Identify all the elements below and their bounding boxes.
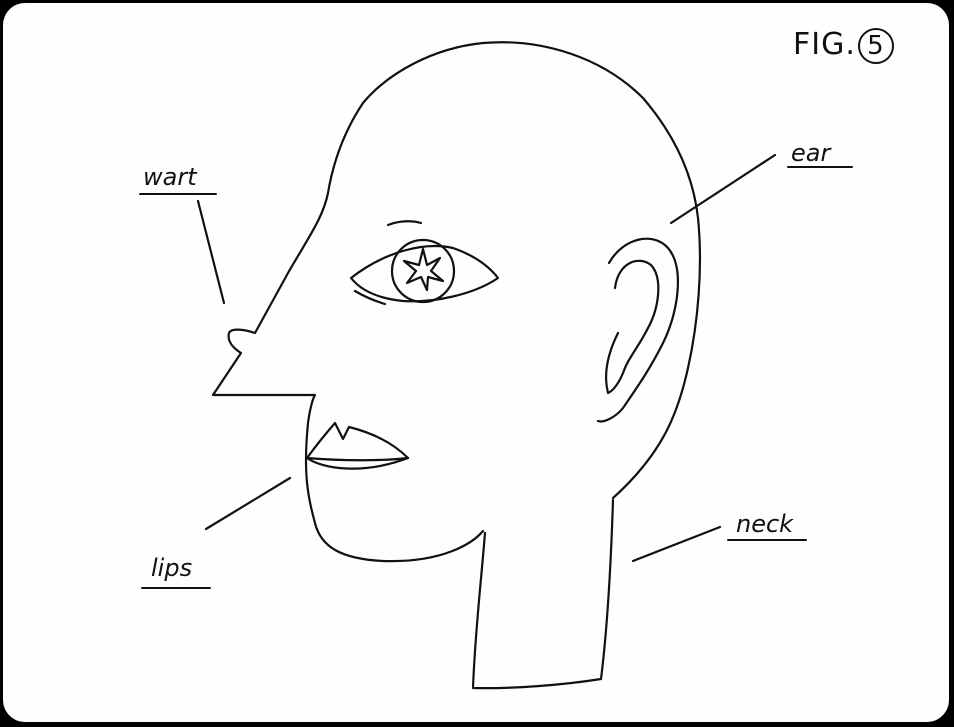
label-wart: wart <box>143 165 197 189</box>
ear-leader-line <box>671 155 775 223</box>
underline-ear <box>787 166 853 168</box>
underline-neck <box>727 539 807 541</box>
ear-inner <box>606 261 658 393</box>
drawing-card: FIG.5 wart ear lips neck <box>3 3 949 722</box>
lips-leader-line <box>206 478 290 529</box>
figure-label: FIG.5 <box>793 27 894 64</box>
pupil-star <box>404 249 443 290</box>
figure-number: 5 <box>858 28 894 64</box>
neck-back-line <box>601 500 613 679</box>
underline-wart <box>139 193 217 195</box>
label-lips: lips <box>151 556 192 580</box>
figure-prefix: FIG. <box>793 27 856 62</box>
ear-outer <box>598 239 678 422</box>
underline-lips <box>141 587 211 589</box>
upper-lip <box>307 423 408 460</box>
brow-line <box>388 221 421 225</box>
label-neck: neck <box>736 512 793 536</box>
head-outline <box>213 42 700 561</box>
label-ear: ear <box>791 141 830 165</box>
wart-leader-line <box>198 201 224 303</box>
neck-front-line <box>473 533 601 688</box>
head-diagram <box>3 3 949 722</box>
neck-leader-line <box>633 527 720 561</box>
